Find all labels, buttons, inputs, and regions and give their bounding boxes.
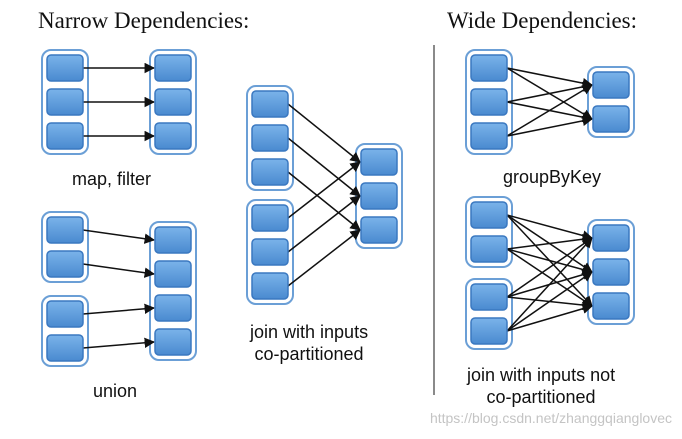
dependency-arrow [506,271,593,332]
dependency-arrow [506,67,594,89]
rdd-union-out [149,221,197,361]
partition-map-src-1 [46,54,84,82]
partition-layer [46,54,630,362]
dependency-arrow [287,195,361,253]
partition-copart-a-2 [251,124,289,152]
partition-map-dst-1 [154,54,192,82]
watermark: https://blog.csdn.net/zhanggqianglovec [429,410,672,426]
dependency-arrow [82,229,156,244]
narrow-dependencies-heading: Narrow Dependencies: [38,8,250,33]
dependency-arrow [506,115,594,137]
dependency-arrow [287,229,361,287]
wide-dependencies-heading: Wide Dependencies: [447,8,638,33]
dependency-arrow [287,137,361,197]
partition-union-a-2 [46,250,84,278]
partition-copart-a-1 [251,90,289,118]
dependency-arrow [506,234,594,250]
dependency-arrow [506,237,593,298]
partition-union-a-1 [46,216,84,244]
partition-map-dst-2 [154,88,192,116]
partition-nocopart-a-1 [470,201,508,229]
join-copartitioned-line-1: join with inputs [250,322,369,342]
partition-nocopart-b-1 [470,283,508,311]
partition-nocopart-out-3 [592,292,630,320]
dependency-arrow [287,103,361,163]
partition-map-src-3 [46,122,84,150]
partition-copart-b-1 [251,204,289,232]
dependency-arrow [82,263,156,278]
dependency-arrow [506,84,593,137]
dependency-arrow [506,237,593,332]
partition-nocopart-a-2 [470,235,508,263]
partition-copart-out-3 [360,216,398,244]
partition-union-out-3 [154,294,192,322]
join-copartitioned-line-2: co-partitioned [254,344,364,364]
partition-union-b-2 [46,334,84,362]
partition-union-out-1 [154,226,192,254]
dependency-arrow [82,303,156,315]
dependency-arrow [506,81,594,103]
dependency-arrow [287,161,361,219]
partition-gbk-src-1 [470,54,508,82]
union-caption: union [93,381,138,401]
partition-map-src-2 [46,88,84,116]
dependency-arrow [287,171,361,231]
partition-copart-b-3 [251,272,289,300]
join-not-copartitioned-line-1: join with inputs not [467,365,616,385]
join-not-copartitioned-line-2: co-partitioned [486,387,596,407]
partition-gbk-dst-1 [592,71,630,99]
partition-gbk-dst-2 [592,105,630,133]
join-not-copartitioned-caption: join with inputs not co-partitioned [467,364,615,408]
dependency-arrow [506,248,593,307]
partition-union-out-4 [154,328,192,356]
partition-union-out-2 [154,260,192,288]
join-copartitioned-caption: join with inputs co-partitioned [250,321,368,365]
partition-copart-out-2 [360,182,398,210]
partition-nocopart-out-1 [592,224,630,252]
dependency-arrow [506,214,594,241]
partition-nocopart-out-2 [592,258,630,286]
partition-nocopart-b-2 [470,317,508,345]
dependency-arrow [506,248,594,275]
arrow-layer [82,62,594,349]
partition-gbk-src-3 [470,122,508,150]
partition-map-dst-3 [154,122,192,150]
partition-copart-b-2 [251,238,289,266]
partition-copart-a-3 [251,158,289,186]
partition-union-b-1 [46,300,84,328]
groupbykey-caption: groupByKey [503,167,602,187]
dependency-arrow [506,303,594,332]
partition-gbk-src-2 [470,88,508,116]
dependency-arrow [82,337,156,349]
partition-copart-out-1 [360,148,398,176]
map-filter-caption: map, filter [72,169,152,189]
rdd-layer [41,49,635,367]
